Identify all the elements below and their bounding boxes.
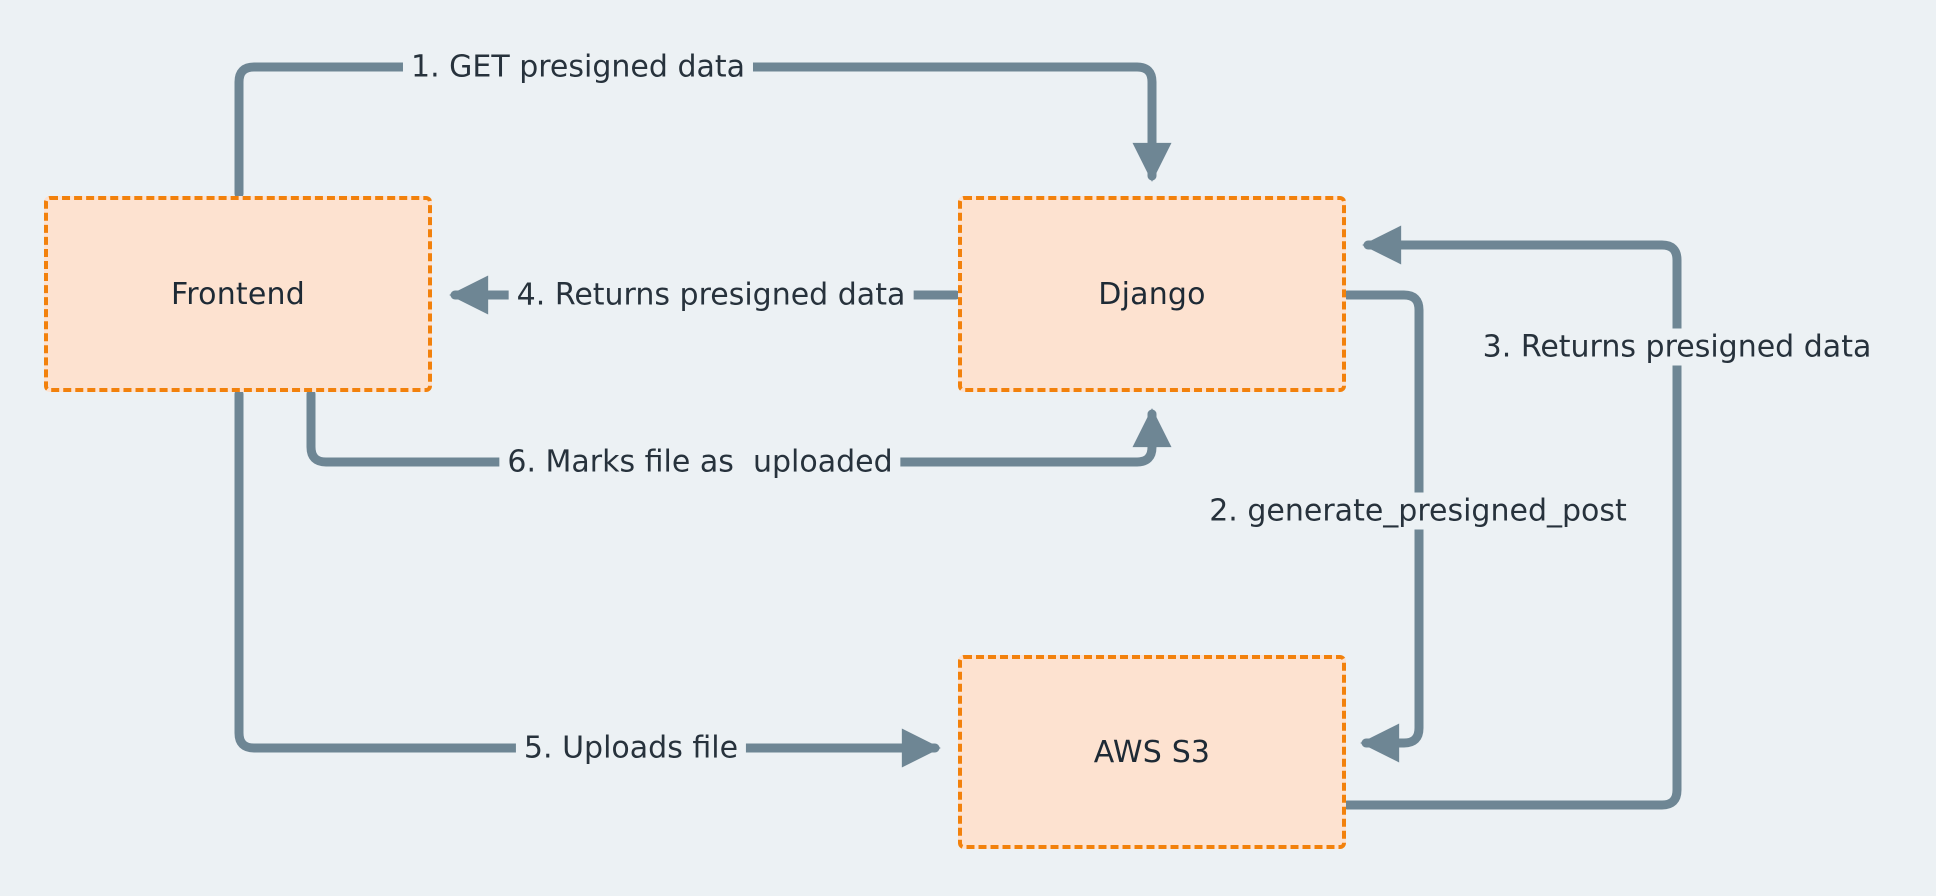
edge-label-2: 2. generate_presigned_post	[1201, 492, 1635, 530]
edge-path-5	[234, 389, 941, 768]
node-django[interactable]: Django	[958, 196, 1346, 392]
edge-path-3	[1342, 225, 1682, 810]
edge-label-6: 6. Marks file as uploaded	[499, 443, 901, 481]
node-frontend-label: Frontend	[171, 276, 305, 312]
edge-label-1: 1. GET presigned data	[402, 48, 754, 86]
edge-path-1	[234, 62, 1172, 199]
edge-label-3: 3. Returns presigned data	[1474, 328, 1880, 366]
node-aws-s3-label: AWS S3	[1093, 734, 1211, 770]
node-frontend[interactable]: Frontend	[44, 196, 432, 392]
node-aws-s3[interactable]: AWS S3	[958, 655, 1346, 849]
edge-label-5: 5. Uploads file	[515, 729, 747, 767]
edge-label-4: 4. Returns presigned data	[508, 276, 914, 314]
node-django-label: Django	[1098, 276, 1206, 312]
